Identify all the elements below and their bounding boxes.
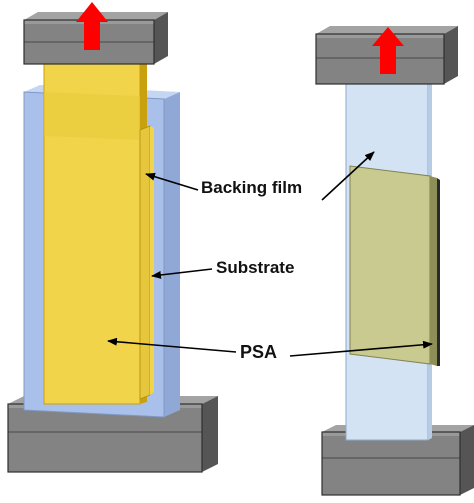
leader-backing-right xyxy=(321,151,375,201)
left-red-up-arrow-icon xyxy=(76,2,108,50)
right-specimen xyxy=(315,26,474,496)
left-psa-layer xyxy=(139,125,154,400)
leader-backing-left xyxy=(145,172,199,191)
leader-lines xyxy=(107,151,433,357)
right-red-up-arrow-icon xyxy=(372,27,404,74)
leader-substrate xyxy=(151,268,213,279)
leader-psa-right xyxy=(289,340,433,357)
backing-film-label: Backing film xyxy=(201,178,303,197)
right-psa-layer xyxy=(349,165,440,366)
leader-psa-left xyxy=(107,337,237,353)
left-specimen xyxy=(7,2,218,473)
psa-label: PSA xyxy=(240,342,278,362)
substrate-label: Substrate xyxy=(216,258,295,277)
left-backing-film xyxy=(43,38,147,405)
